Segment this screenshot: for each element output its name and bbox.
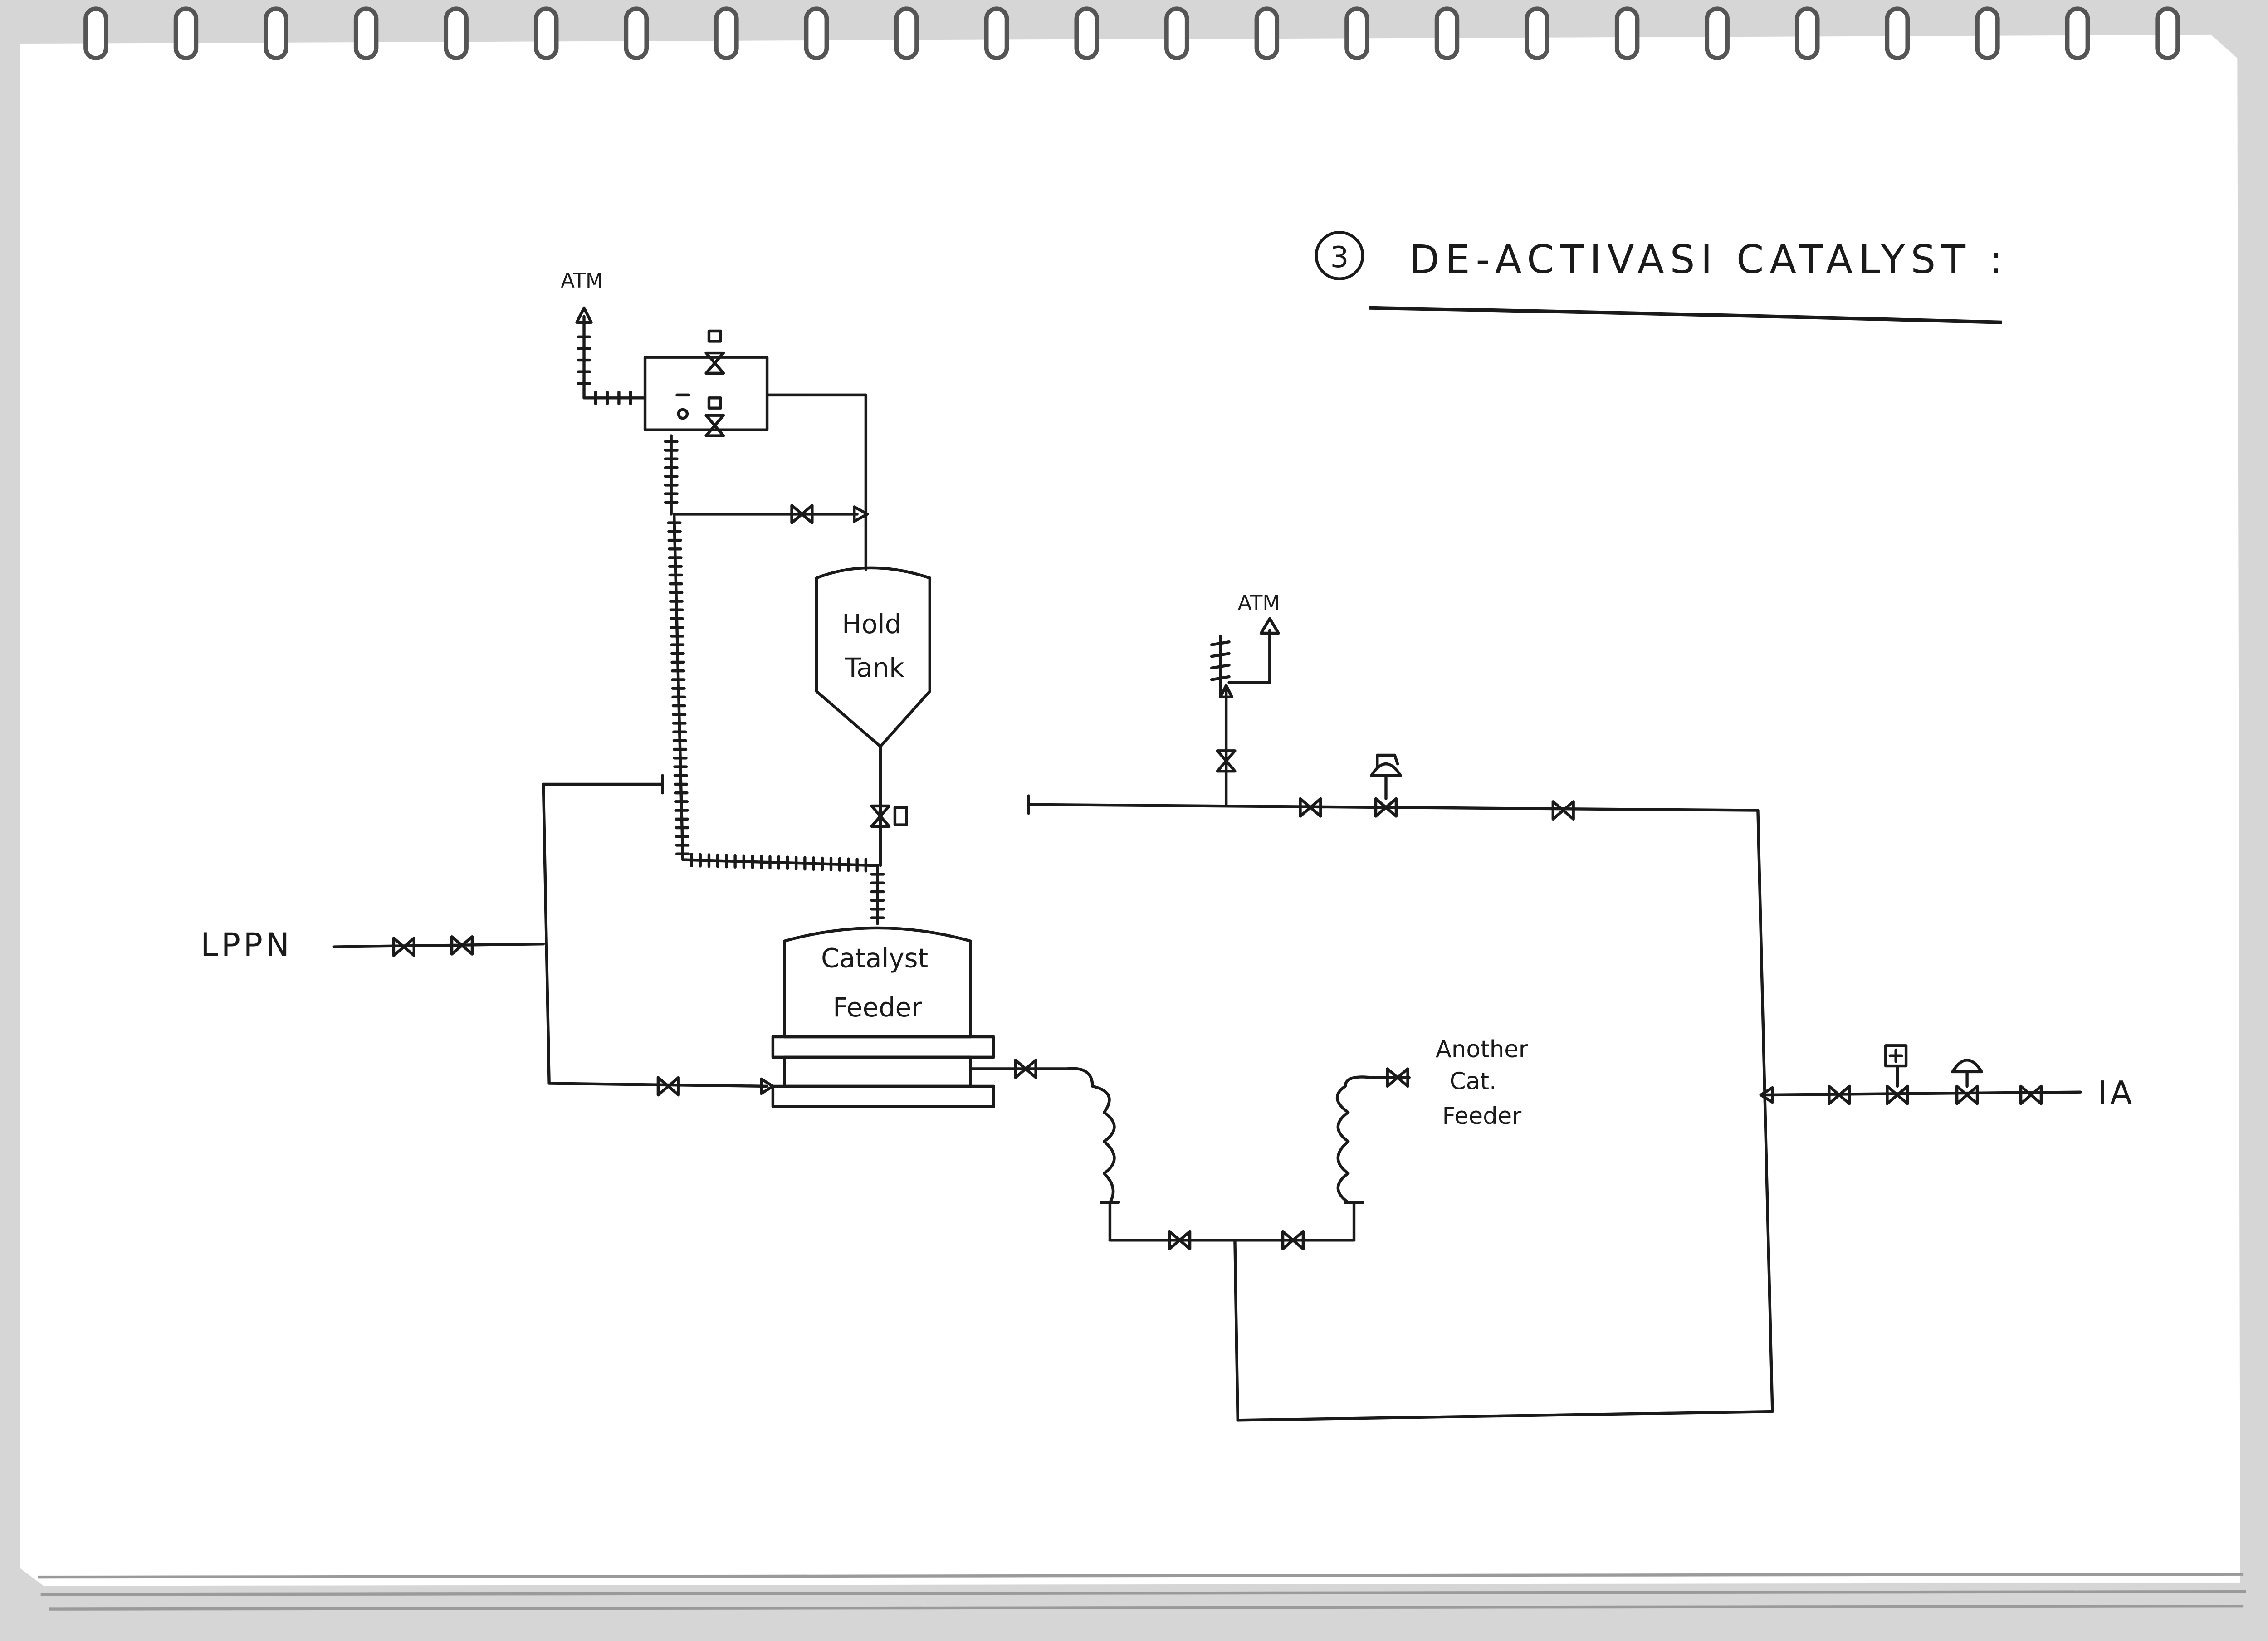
arrow-up-icon xyxy=(1259,617,1280,635)
binding-ring-icon xyxy=(804,6,829,60)
binding-ring-icon xyxy=(2155,6,2180,60)
step-number: 3 xyxy=(1330,241,1349,274)
step-number-circle xyxy=(1315,231,1364,280)
labels: ATM ATM Hold Tank Catalyst Feeder Anothe… xyxy=(200,269,2135,1130)
ia-label: IA xyxy=(2098,1074,2135,1111)
binding-ring-icon xyxy=(1254,6,1280,60)
binding-ring-icon xyxy=(894,6,919,60)
catalyst-feeder-label-2: Feeder xyxy=(833,992,922,1023)
actuator-icon xyxy=(707,329,722,343)
control-box xyxy=(643,329,868,571)
arrow-left-icon xyxy=(1759,1086,1774,1104)
arrow-up-icon xyxy=(575,306,593,324)
lppn-label: LPPN xyxy=(200,926,293,963)
catalyst-feeder xyxy=(771,926,995,1108)
feeder-outlet-hoses xyxy=(969,1060,1774,1422)
spiral-binding xyxy=(83,6,2180,60)
paper-sheet xyxy=(20,34,2240,1586)
right-atm-vent xyxy=(1210,617,1280,806)
lppn-supply-line xyxy=(332,774,775,1095)
another-feeder-label-3: Feeder xyxy=(1442,1103,1522,1130)
binding-ring-icon xyxy=(1705,6,1730,60)
solenoid-actuator-icon xyxy=(1884,1044,1908,1068)
binding-ring-icon xyxy=(534,6,559,60)
actuator-icon xyxy=(893,806,908,826)
binding-ring-icon xyxy=(1434,6,1460,60)
title: 3 DE-ACTIVASI CATALYST : xyxy=(1315,231,2009,324)
page-edges xyxy=(38,1573,2246,1611)
flexible-hose-left xyxy=(1065,1067,1116,1204)
atm-top-label: ATM xyxy=(561,269,603,293)
diaphragm-actuator-icon xyxy=(1370,762,1402,777)
binding-ring-icon xyxy=(1885,6,1910,60)
binding-ring-icon xyxy=(444,6,469,60)
hold-tank xyxy=(815,566,931,867)
binding-ring-icon xyxy=(1795,6,1820,60)
pneumatic-signal-line xyxy=(664,434,885,925)
title-text: DE-ACTIVASI CATALYST : xyxy=(1409,237,2009,283)
another-feeder-label-2: Cat. xyxy=(1450,1068,1497,1095)
arrow-right-icon xyxy=(760,1077,775,1095)
another-feeder-label-1: Another xyxy=(1436,1036,1529,1063)
binding-ring-icon xyxy=(1975,6,2000,60)
actuator-icon xyxy=(707,396,722,410)
binding-ring-icon xyxy=(624,6,649,60)
binding-ring-icon xyxy=(1344,6,1369,60)
binding-ring-icon xyxy=(264,6,288,60)
binding-ring-icon xyxy=(83,6,108,60)
title-underline xyxy=(1368,306,2002,324)
atm-right-label: ATM xyxy=(1238,591,1280,615)
binding-ring-icon xyxy=(1164,6,1189,60)
catalyst-feeder-label-1: Catalyst xyxy=(821,943,928,973)
pressure-switch-icon xyxy=(677,408,689,420)
hold-tank-label-2: Tank xyxy=(845,652,905,683)
binding-ring-icon xyxy=(714,6,739,60)
binding-ring-icon xyxy=(173,6,199,60)
vent-line-hold-tank xyxy=(672,505,869,523)
binding-ring-icon xyxy=(1525,6,1549,60)
binding-ring-icon xyxy=(353,6,379,60)
hold-tank-label-1: Hold xyxy=(842,609,901,640)
binding-ring-icon xyxy=(1614,6,1640,60)
diaphragm-actuator-icon xyxy=(1951,1059,1983,1074)
main-header xyxy=(1027,753,1774,1413)
ia-supply-line xyxy=(1759,1044,2082,1104)
binding-ring-icon xyxy=(984,6,1009,60)
binding-ring-icon xyxy=(1074,6,1099,60)
arrow-right-icon xyxy=(853,505,869,523)
flexible-hose-right xyxy=(1335,1075,1373,1204)
top-atm-vent xyxy=(575,306,647,405)
binding-ring-icon xyxy=(2065,6,2090,60)
